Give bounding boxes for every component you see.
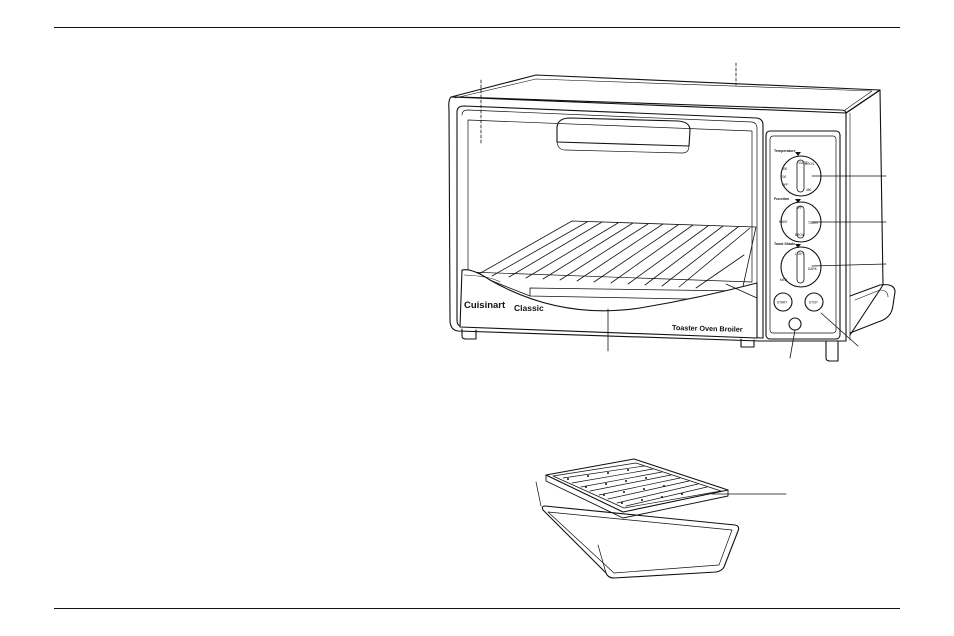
- temp-tick: TOAST: [797, 161, 808, 165]
- toast-shade-knob[interactable]: [780, 246, 822, 288]
- front-swoosh: [459, 269, 758, 339]
- shade-tick: MED: [780, 278, 788, 282]
- control-panel: [765, 130, 841, 340]
- brand-logo: Cuisinart: [464, 300, 506, 311]
- shade-tick: DARK: [808, 267, 818, 271]
- broil-rack: [545, 458, 729, 519]
- door-glass: [467, 119, 753, 283]
- top-rule: [54, 27, 900, 28]
- temperature-label: Temperature: [774, 149, 796, 153]
- start-button[interactable]: [773, 292, 793, 312]
- start-label: START: [777, 301, 787, 305]
- temp-tick: 200: [781, 175, 787, 179]
- temp-tick: 300: [782, 167, 788, 171]
- bottom-rule: [54, 608, 900, 609]
- function-tick: OFF: [796, 206, 802, 210]
- power-indicator: [788, 317, 802, 331]
- oven-top: [450, 74, 881, 114]
- oven-side: [845, 89, 884, 336]
- stop-button[interactable]: [804, 292, 824, 312]
- oven-foot-right: [825, 340, 839, 362]
- shade-tick: LIGHT: [795, 252, 804, 256]
- oven-front: [448, 96, 847, 342]
- oven-rack: [476, 220, 757, 301]
- model-name: Classic: [514, 303, 544, 313]
- broil-pan: [535, 481, 740, 579]
- temp-tick: BROIL: [805, 162, 815, 166]
- function-tick: TOAST: [808, 221, 819, 225]
- temp-tick: 450: [806, 188, 812, 192]
- function-tick: BAKE: [779, 220, 788, 224]
- oven-door: [456, 105, 764, 339]
- stop-label: STOP: [809, 301, 818, 305]
- oven-foot-left: [461, 328, 477, 340]
- temp-tick: OFF: [782, 183, 788, 187]
- product-name: Toaster Oven Broiler: [672, 323, 743, 334]
- door-handle: [556, 117, 691, 147]
- function-label: Function: [774, 197, 789, 201]
- crumb-tray-handle[interactable]: [849, 284, 896, 334]
- toast-shade-label: Toast Shade: [774, 242, 795, 246]
- function-tick: BROIL: [795, 233, 805, 237]
- callout-lines: [480, 62, 887, 495]
